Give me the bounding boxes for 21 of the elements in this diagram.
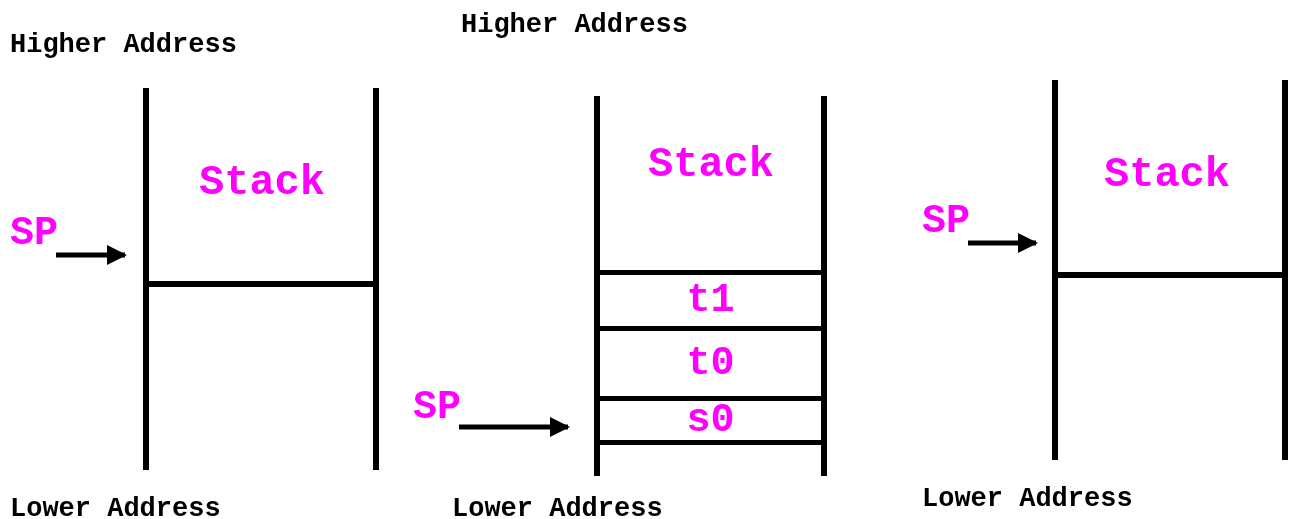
stack-slot: [598, 396, 823, 445]
stack-pointer-label: SP: [922, 202, 970, 242]
stack-label: Stack: [199, 162, 326, 204]
stack-pointer-label: SP: [413, 388, 461, 428]
stack-column: [143, 88, 379, 470]
register-label: s0: [686, 400, 735, 441]
stack-label: Stack: [1104, 154, 1231, 196]
address-label: Higher Address: [461, 12, 688, 39]
arrow: [459, 417, 570, 437]
address-label: Lower Address: [452, 496, 663, 519]
address-label: Higher Address: [10, 32, 237, 59]
register-label: t0: [686, 343, 735, 384]
stack-pointer-label: SP: [10, 214, 58, 254]
stack-label: Stack: [648, 144, 775, 186]
stack-column: [1052, 80, 1288, 460]
address-label: Lower Address: [922, 486, 1133, 513]
stack-column: [594, 96, 827, 476]
address-label: Lower Address: [10, 496, 221, 519]
arrow: [968, 233, 1038, 253]
arrow: [56, 245, 127, 265]
register-label: t1: [686, 280, 735, 321]
